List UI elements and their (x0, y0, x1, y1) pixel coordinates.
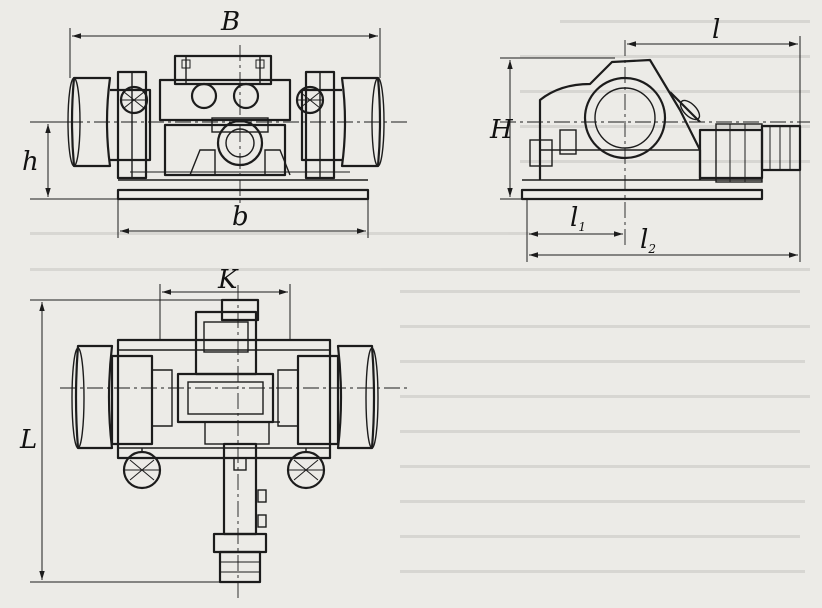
side-view: l H l1 l2 (489, 15, 810, 262)
handwheel-left-icon (119, 85, 149, 115)
dim-label-h: h (22, 147, 39, 177)
dim-label-b: b (232, 202, 249, 232)
handwheel-plan-right-icon (286, 448, 326, 490)
dim-label-B: B (220, 7, 240, 37)
dim-label-l: l (712, 15, 720, 45)
handwheel-side-icon (669, 91, 701, 123)
dim-label-l2: l2 (640, 225, 656, 256)
front-view: B h b (22, 7, 410, 238)
plan-view: K L (19, 265, 410, 600)
dim-label-K: K (217, 265, 239, 295)
dim-label-L: L (19, 425, 37, 455)
handwheel-plan-left-icon (122, 448, 162, 490)
handwheel-right-icon (295, 85, 325, 115)
dim-label-H: H (489, 115, 514, 145)
dim-label-l1: l1 (570, 203, 586, 234)
